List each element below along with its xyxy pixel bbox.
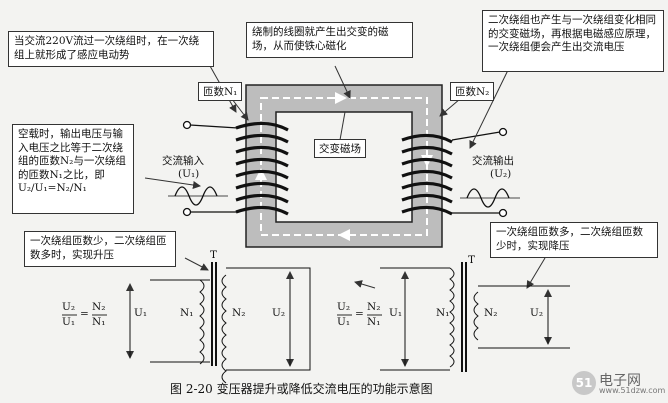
primary-leads <box>182 120 239 217</box>
input-waveform <box>168 186 228 206</box>
step-up-u1: U₁ <box>134 307 148 319</box>
step-down-u1: U₁ <box>389 307 403 319</box>
secondary-coil <box>401 133 453 216</box>
callout-primary-emf: 当交流220V流过一次绕组时，在一次绕组上就形成了感应电动势 <box>8 31 214 67</box>
callout-step-down: 一次绕组匝数多，二次绕组匝数少时，实现降压 <box>490 222 658 258</box>
step-down-ratio-u1: U₁ <box>337 316 351 328</box>
watermark-url: www.51dzw.com <box>599 386 666 395</box>
step-down-n1: N₁ <box>436 307 450 319</box>
step-down-ratio-u2: U₂ <box>337 301 351 313</box>
label-ac-field: 交变磁场 <box>314 139 366 158</box>
output-waveform <box>460 188 520 208</box>
step-up-t: T <box>210 249 218 261</box>
step-up-schematic <box>126 262 311 384</box>
step-up-n2: N₂ <box>232 307 246 319</box>
callout-ratio-rule: 空载时，输出电压与输入电压之比等于二次绕组的匝数N₂与一次绕组的匝数N₁之比，即… <box>12 124 134 214</box>
label-turns-n1: 匝数N₁ <box>198 82 243 101</box>
step-up-ratio-u2: U₂ <box>62 301 76 313</box>
step-up-ratio-eq: = <box>80 308 89 320</box>
label-ac-input: 交流输入 <box>162 155 204 167</box>
step-up-ratio-n1: N₁ <box>92 316 106 328</box>
step-down-n2: N₂ <box>484 307 498 319</box>
step-up-u2: U₂ <box>272 307 286 319</box>
step-down-schematic <box>380 262 570 372</box>
label-ac-output: 交流输出 <box>472 155 514 167</box>
step-down-ratio-eq: = <box>355 308 364 320</box>
step-down-u2: U₂ <box>530 307 544 319</box>
callout-step-up: 一次绕组匝数少，二次绕组匝数多时，实现升压 <box>24 231 176 267</box>
label-turns-n2: 匝数N₂ <box>450 82 495 101</box>
iron-core <box>245 84 443 248</box>
callout-magnetic-field: 绕制的线圈就产生出交变的磁场，从而使铁心磁化 <box>246 22 413 58</box>
step-up-ratio-n2: N₂ <box>92 301 106 313</box>
step-down-ratio-n2: N₂ <box>367 301 381 313</box>
label-ac-output-symbol: (U₂) <box>490 168 512 180</box>
label-ac-input-symbol: (U₁) <box>178 168 200 180</box>
callout-secondary-voltage: 二次绕组也产生与一次绕组变化相同的交变磁场，再根据电磁感应原理，一次绕组便会产生… <box>482 10 664 72</box>
watermark-logo: 51 <box>572 371 596 395</box>
step-down-ratio-n1: N₁ <box>367 316 381 328</box>
primary-coil <box>235 121 289 216</box>
step-up-n1: N₁ <box>180 307 194 319</box>
watermark-title: 电子网 <box>599 373 641 389</box>
step-down-t: T <box>468 254 476 266</box>
figure-caption: 图 2-20 变压器提升或降低交流电压的功能示意图 <box>170 382 433 396</box>
watermark: 51 电子网 www.51dzw.com <box>572 371 666 397</box>
step-up-ratio-u1: U₁ <box>62 316 76 328</box>
